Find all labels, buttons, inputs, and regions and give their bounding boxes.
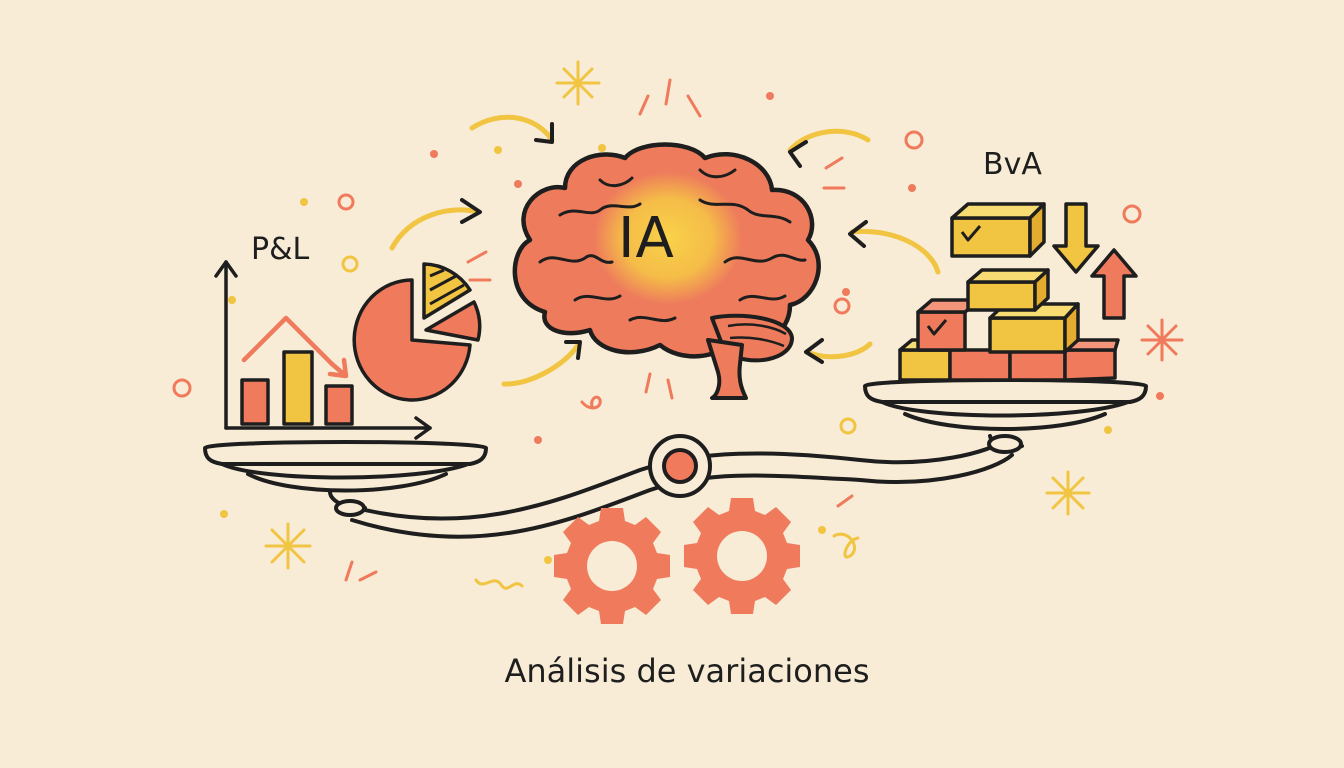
bva-label: BvA	[983, 147, 1042, 182]
gear-icon	[684, 498, 800, 614]
caption: Análisis de variaciones	[504, 652, 870, 690]
brain-icon	[512, 142, 821, 400]
up-arrow-icon	[1090, 248, 1138, 320]
checkmark-icon	[960, 225, 982, 242]
decorative-dashes	[344, 78, 854, 582]
pie-chart-icon	[352, 262, 482, 402]
sparkle-icon	[1140, 318, 1184, 362]
decorative-squiggles	[474, 395, 860, 590]
checkmark-icon	[926, 319, 948, 336]
sparkle-icon	[264, 522, 312, 570]
bar-chart-icon	[214, 260, 432, 440]
sparkle-icon	[555, 60, 601, 106]
pl-label: P&L	[251, 232, 310, 267]
balance-scale-icon	[203, 378, 1148, 539]
decorative-rings	[172, 130, 1142, 435]
stacked-boxes-icon	[898, 202, 1120, 382]
gear-icon	[554, 508, 670, 624]
down-arrow-icon	[1052, 202, 1100, 274]
sparkle-icon	[1045, 470, 1091, 516]
decorative-dots	[220, 92, 1164, 564]
ia-label: IA	[618, 206, 675, 271]
